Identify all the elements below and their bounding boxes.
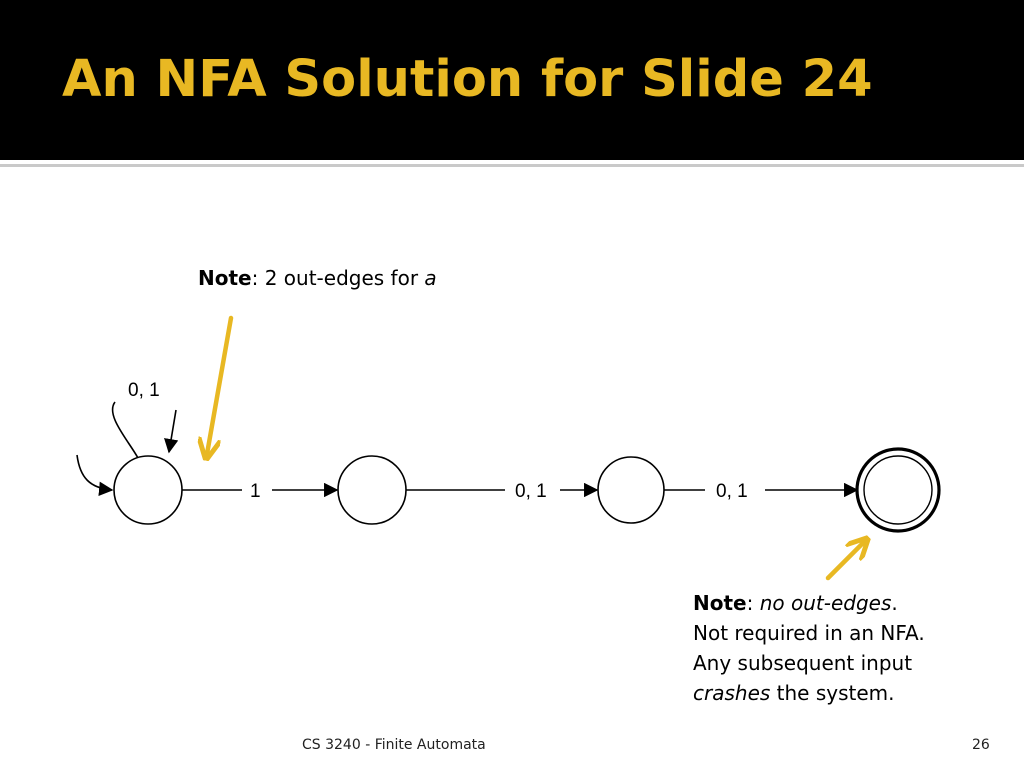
note-bottom-arrow <box>825 542 864 581</box>
transition-label-q2-q3: 0, 1 <box>716 481 748 502</box>
note-top-arrow <box>207 315 234 454</box>
note-bottom-line-4-rest: the system. <box>770 681 895 705</box>
transition-label-q0-q1: 1 <box>250 481 261 502</box>
title-divider <box>0 164 1024 167</box>
note-bottom-line-4: crashes the system. <box>693 678 925 708</box>
note-bottom-period: . <box>891 591 898 615</box>
note-bottom-line-3: Any subsequent input <box>693 651 913 675</box>
footer-page-number: 26 <box>972 737 990 753</box>
note-top-label: Note <box>198 266 252 290</box>
state-q0 <box>113 455 183 525</box>
note-bottom-line-2: Not required in an NFA. <box>693 621 925 645</box>
state-q1 <box>337 455 407 525</box>
self-loop-q0 <box>111 401 139 459</box>
note-bottom-emphasis-2: crashes <box>693 681 771 705</box>
slide-title: An NFA Solution for Slide 24 <box>62 50 873 109</box>
footer-course: CS 3240 - Finite Automata <box>302 737 486 753</box>
state-q2 <box>597 456 665 524</box>
note-bottom-emphasis-1: no out-edges <box>759 591 892 615</box>
note-bottom-label: Note <box>693 591 747 615</box>
transition-label-q1-q2: 0, 1 <box>515 481 547 502</box>
transition-label-q0-q0: 0, 1 <box>128 380 160 401</box>
state-q3-inner <box>863 455 933 525</box>
note-bottom: Note: no out-edges. Not required in an N… <box>693 588 925 708</box>
note-top-symbol: a <box>424 266 437 290</box>
self-loop-q0-arrow <box>164 409 179 454</box>
note-top: Note: 2 out-edges for a <box>198 263 437 293</box>
note-bottom-colon: : <box>746 591 760 615</box>
title-bar: An NFA Solution for Slide 24 <box>0 0 1024 160</box>
start-arrow <box>76 454 114 496</box>
note-top-text: : 2 out-edges for <box>251 266 425 290</box>
note-bottom-line-1: Note: no out-edges. <box>693 588 925 618</box>
